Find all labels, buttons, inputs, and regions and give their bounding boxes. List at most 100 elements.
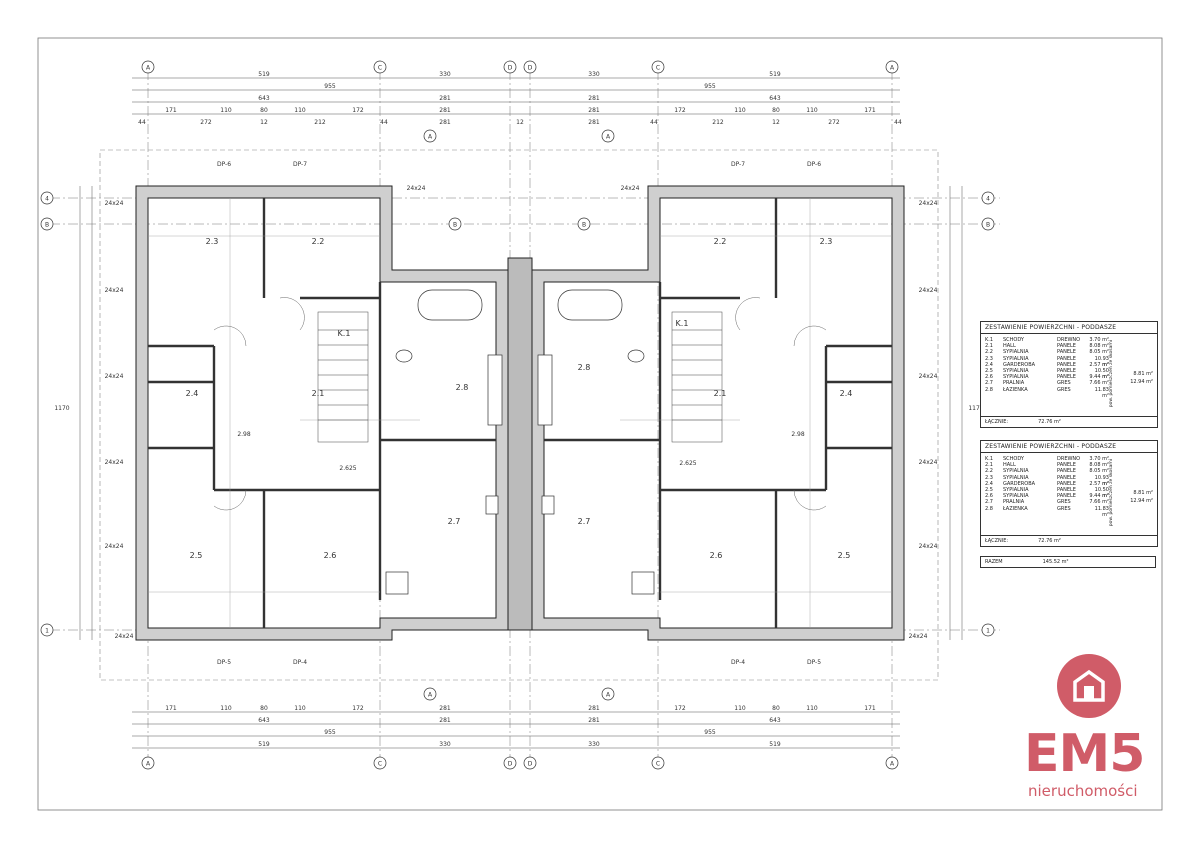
area-cell-no: 2.6 xyxy=(985,493,993,500)
em5-logo: EM5 nieruchomości xyxy=(1024,654,1174,804)
room-number-left: 2.3 xyxy=(206,237,219,246)
walls-left-unit xyxy=(135,185,509,641)
area-cell-name: SYPIALNIA xyxy=(1003,349,1029,356)
dimension-value: 519 xyxy=(769,741,781,748)
area-cell-name: HALL xyxy=(1003,462,1016,469)
area-cell-finish: GRES xyxy=(1057,499,1071,506)
area-cell-name: SCHODY xyxy=(1003,337,1024,343)
area-cell-name: SYPIALNIA xyxy=(1003,367,1029,374)
sloped-area-value: 8.81 m² xyxy=(1133,371,1153,377)
sloped-area-label: pow. pomieszczeń ze skosami xyxy=(1109,459,1114,527)
dimension-value: 172 xyxy=(352,705,364,712)
chimney-size-label: 24x24 xyxy=(105,543,124,550)
area-cell-finish: PANELE xyxy=(1057,493,1076,500)
chimney-size-label: 24x24 xyxy=(407,185,426,192)
chimney-size-label: 24x24 xyxy=(919,287,938,294)
dimension-value: 44 xyxy=(894,119,902,126)
axis-label-bottom: C xyxy=(656,761,660,768)
dimension-value: 171 xyxy=(864,705,876,712)
room-number-left: 2.5 xyxy=(190,551,203,560)
area-cell-no: 2.8 xyxy=(985,386,993,393)
axis-label-top: A xyxy=(146,65,151,72)
section-label: A xyxy=(428,134,433,141)
dimension-lines xyxy=(79,77,963,749)
dimension-value: 172 xyxy=(352,107,364,114)
chimney-size-label: 24x24 xyxy=(909,633,928,640)
area-cell-finish: PANELE xyxy=(1057,462,1076,469)
area-cell-no: 2.1 xyxy=(985,462,993,469)
area-cell-no: 2.3 xyxy=(985,355,993,362)
area-cell-finish: DREWNO xyxy=(1057,456,1081,462)
area-cell-area: 11.83 m² xyxy=(1094,386,1109,399)
dimension-value: 110 xyxy=(294,107,306,114)
chimney-size-label: 24x24 xyxy=(621,185,640,192)
dimension-value: 955 xyxy=(704,729,716,736)
dimension-value: 643 xyxy=(258,95,270,102)
axis-label-bottom: D xyxy=(508,761,513,768)
section-markers xyxy=(423,129,615,701)
area-cell-area: 2.57 m² xyxy=(1089,361,1109,368)
axis-label-bottom: D xyxy=(528,761,533,768)
dimension-value: 110 xyxy=(294,705,306,712)
axis-bubbles xyxy=(40,60,995,770)
dimension-value: 12 xyxy=(260,119,268,126)
area-cell-name: SYPIALNIA xyxy=(1003,474,1029,481)
dimension-value: 281 xyxy=(588,717,600,724)
area-cell-area: 10.50 m² xyxy=(1094,486,1109,500)
area-cell-finish: DREWNO xyxy=(1057,337,1081,343)
area-cell-no: 2.4 xyxy=(985,480,993,487)
partitions xyxy=(148,198,892,628)
dimension-value: 281 xyxy=(439,717,451,724)
area-cell-finish: PANELE xyxy=(1057,374,1076,381)
room-number-left: 2.2 xyxy=(312,237,325,246)
dimension-value: 171 xyxy=(165,107,177,114)
dimension-value: 281 xyxy=(439,119,451,126)
area-cell-finish: GRES xyxy=(1057,380,1071,387)
room-number-right: 2.6 xyxy=(710,551,723,560)
area-cell-no: 2.6 xyxy=(985,374,993,381)
area-cell-no: 2.8 xyxy=(985,505,993,512)
area-cell-area: 10.93 m² xyxy=(1094,355,1109,368)
area-cell-area: 8.05 m² xyxy=(1089,468,1109,475)
area-cell-no: 2.2 xyxy=(985,468,993,475)
sloped-area-label: pow. pomieszczeń ze skosami xyxy=(1109,340,1114,408)
dimension-value: 955 xyxy=(704,83,716,90)
dimension-value: 281 xyxy=(439,107,451,114)
dimension-value: 281 xyxy=(439,705,451,712)
dimension-value: 272 xyxy=(200,119,212,126)
area-cell-finish: PANELE xyxy=(1057,486,1076,493)
dimension-value: 519 xyxy=(258,741,270,748)
area-cell-no: 2.2 xyxy=(985,349,993,356)
area-cell-finish: PANELE xyxy=(1057,468,1076,475)
area-cell-area: 3.70 m² xyxy=(1089,337,1109,343)
area-cell-name: SCHODY xyxy=(1003,456,1024,462)
roof-outline xyxy=(99,149,939,681)
section-label: B xyxy=(582,222,586,229)
dimension-value: 44 xyxy=(650,119,658,126)
dimension-value: 643 xyxy=(258,717,270,724)
area-cell-area: 8.08 m² xyxy=(1089,343,1109,350)
dimension-value: 80 xyxy=(260,705,268,712)
stairs-left xyxy=(317,311,369,443)
dimension-value: 12 xyxy=(772,119,780,126)
chimney-size-label: 24x24 xyxy=(105,200,124,207)
axis-label-bottom: A xyxy=(890,761,895,768)
dimension-value: 12 xyxy=(516,119,524,126)
dimension-value: 110 xyxy=(806,107,818,114)
room-number-left: 2.7 xyxy=(448,517,461,526)
dimension-value: 171 xyxy=(165,705,177,712)
chimney-size-label: 24x24 xyxy=(919,459,938,466)
area-cell-name: GARDEROBA xyxy=(1003,480,1036,487)
area-cell-name: SYPIALNIA xyxy=(1003,486,1029,493)
area-table-total: ŁĄCZNIE: 72.76 m² xyxy=(981,416,1157,427)
axis-label-right: 1 xyxy=(986,628,990,635)
